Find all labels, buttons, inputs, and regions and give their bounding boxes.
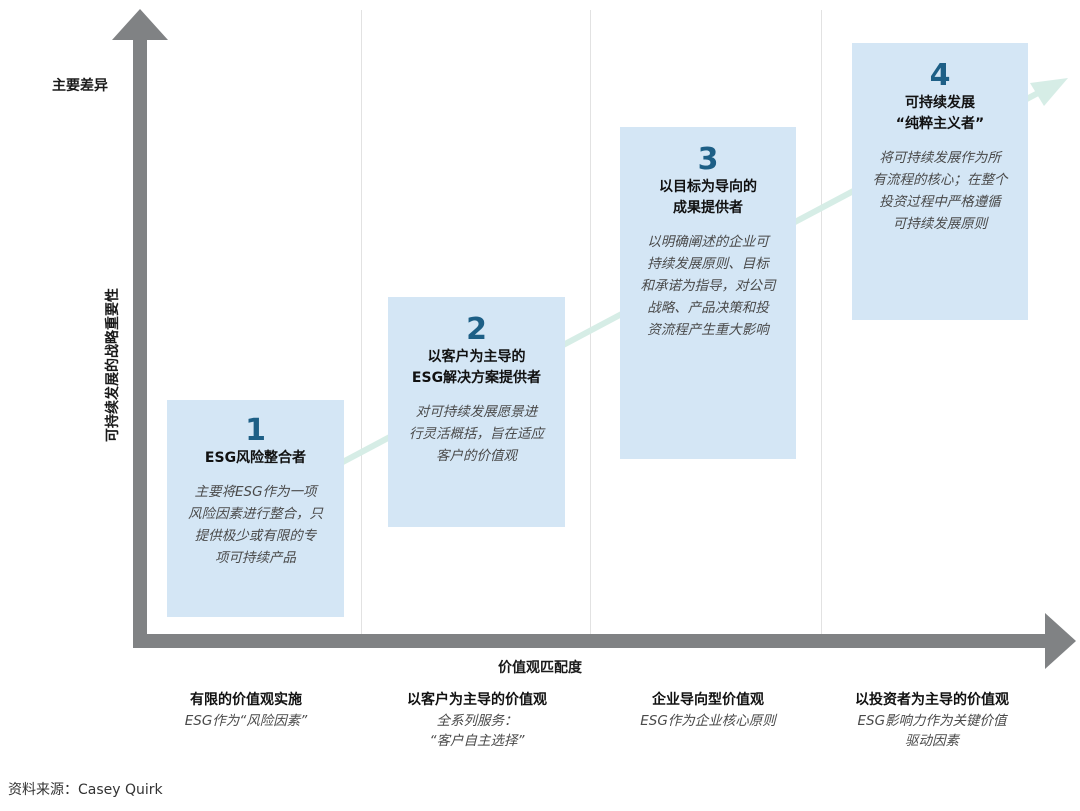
column-divider-3 xyxy=(821,10,822,635)
y-axis-line xyxy=(133,36,147,648)
stage-box-2: 2 以客户为主导的 ESG解决方案提供者 对可持续发展愿景进 行灵活概括，旨在适… xyxy=(388,297,565,527)
stage-title: 可持续发展 “纯粹主义者” xyxy=(895,95,985,132)
x-axis-arrow xyxy=(1045,613,1076,669)
stage-description: 以明确阐述的企业可 持续发展原则、目标 和承诺为指导，对公司 战略、产品决策和投… xyxy=(640,234,776,338)
column-label-1: 有限的价值观实施 ESG作为“风险因素” xyxy=(131,690,361,731)
x-axis-line xyxy=(133,634,1048,648)
stage-number: 4 xyxy=(929,58,951,93)
column-title: 以投资者为主导的价值观 xyxy=(855,692,1009,708)
column-subtitle: “客户自主选择” xyxy=(429,733,525,749)
stage-number: 1 xyxy=(245,413,266,448)
stage-number: 2 xyxy=(466,312,487,347)
x-axis-title: 价值观匹配度 xyxy=(498,660,582,676)
source-note: 资料来源：Casey Quirk xyxy=(8,782,163,798)
stage-description: 对可持续发展愿景进 行灵活概括，旨在适应 客户的价值观 xyxy=(409,404,544,464)
column-subtitle: ESG作为企业核心原则 xyxy=(640,713,776,729)
stage-box-1: 1 ESG风险整合者 主要将ESG作为一项 风险因素进行整合，只 提供极少或有限… xyxy=(167,400,344,617)
column-subtitle: ESG影响力作为关键价值 xyxy=(857,713,1007,729)
column-title: 有限的价值观实施 xyxy=(190,692,302,708)
column-subtitle: 全系列服务： xyxy=(436,713,518,729)
column-label-4: 以投资者为主导的价值观 ESG影响力作为关键价值 驱动因素 xyxy=(817,690,1047,751)
column-title: 企业导向型价值观 xyxy=(652,692,764,708)
column-subtitle: 驱动因素 xyxy=(905,733,959,749)
column-divider-2 xyxy=(590,10,591,635)
stage-box-4: 4 可持续发展 “纯粹主义者” 将可持续发展作为所 有流程的核心；在整个 投资过… xyxy=(852,43,1028,320)
y-axis-title: 可持续发展的战略重要性 xyxy=(105,288,121,442)
column-label-3: 企业导向型价值观 ESG作为企业核心原则 xyxy=(593,690,823,731)
stage-title: ESG风险整合者 xyxy=(204,450,307,466)
column-label-2: 以客户为主导的价值观 全系列服务： “客户自主选择” xyxy=(362,690,592,751)
column-divider-1 xyxy=(361,10,362,635)
stage-title: 以目标为导向的 成果提供者 xyxy=(659,179,757,216)
stage-description: 主要将ESG作为一项 风险因素进行整合，只 提供极少或有限的专 项可持续产品 xyxy=(188,484,323,566)
y-axis-arrow xyxy=(112,9,168,40)
y-axis-top-label: 主要差异 xyxy=(52,78,108,94)
stage-description: 将可持续发展作为所 有流程的核心；在整个 投资过程中严格遵循 可持续发展原则 xyxy=(872,150,1008,232)
column-subtitle: ESG作为“风险因素” xyxy=(184,713,308,729)
stage-box-3: 3 以目标为导向的 成果提供者 以明确阐述的企业可 持续发展原则、目标 和承诺为… xyxy=(620,127,796,459)
stage-number: 3 xyxy=(697,142,719,177)
column-title: 以客户为主导的价值观 xyxy=(407,692,547,708)
trend-arrow-head xyxy=(1030,78,1068,106)
stage-title: 以客户为主导的 ESG解决方案提供者 xyxy=(411,349,542,386)
